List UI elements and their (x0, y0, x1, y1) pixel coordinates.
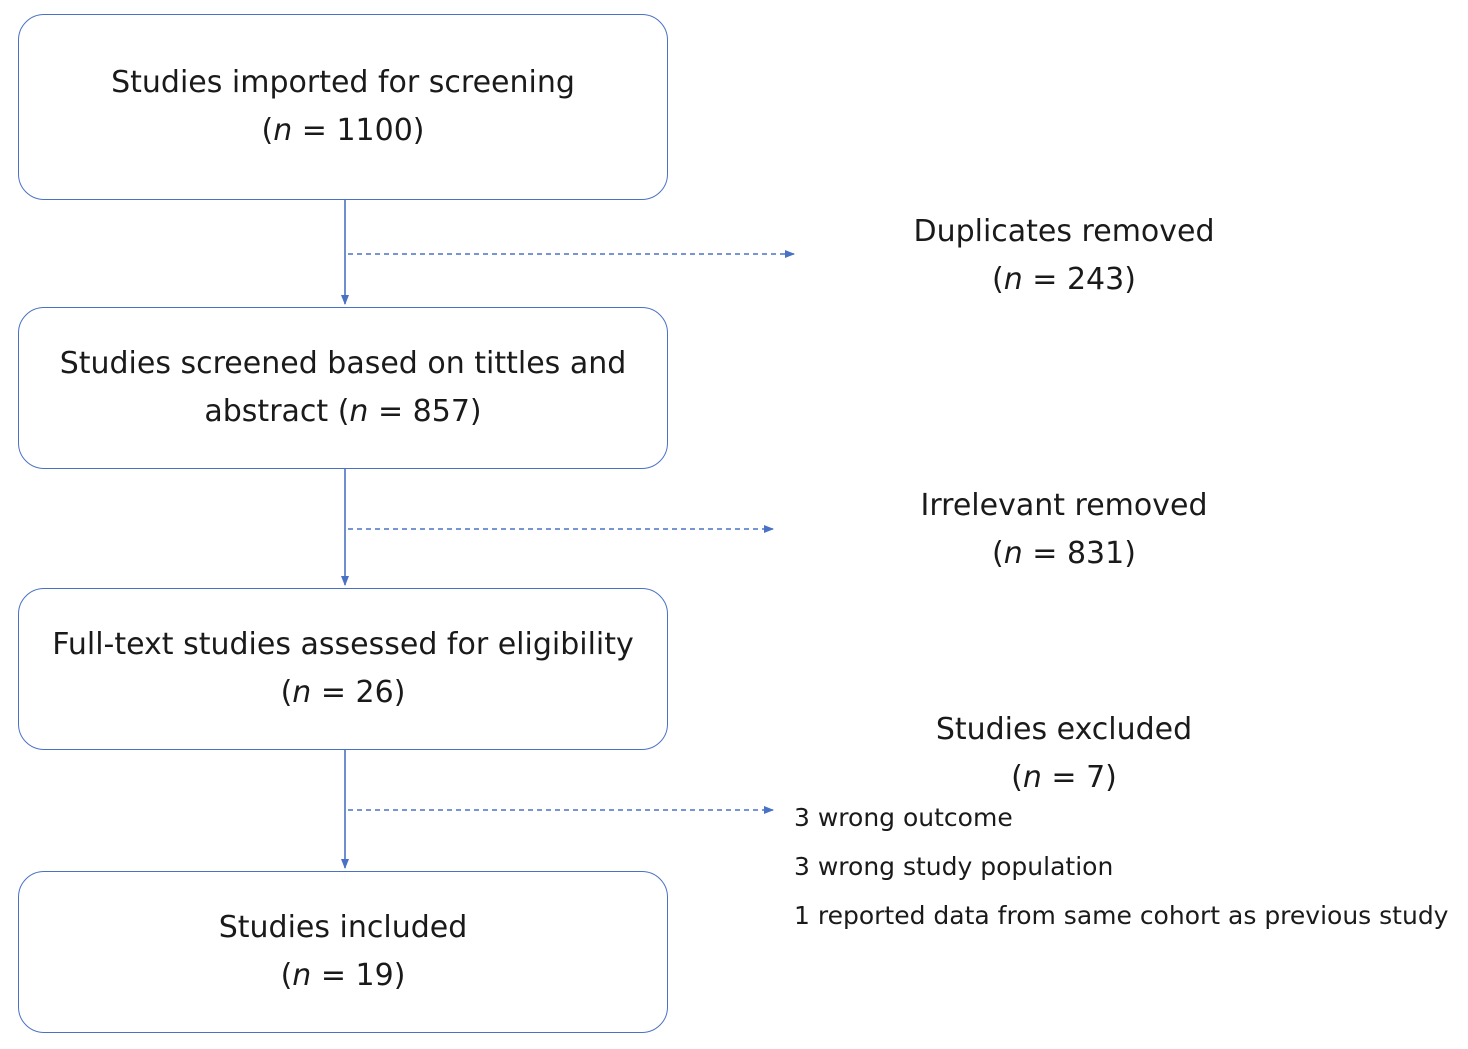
box-title: Studies imported for screening (111, 65, 575, 100)
imported-studies-box: Studies imported for screening (n = 1100… (18, 14, 668, 200)
irrelevant-removed-label: Irrelevant removed (n = 831) (854, 482, 1274, 578)
duplicates-removed-label: Duplicates removed (n = 243) (854, 208, 1274, 304)
box-count: (n = 26) (280, 675, 406, 710)
box-count: (n = 1100) (261, 113, 425, 148)
exclusion-reason-wrong-outcome: 3 wrong outcome (794, 803, 1013, 832)
studies-included-box: Studies included (n = 19) (18, 871, 668, 1033)
removed-count: (n = 243) (992, 262, 1136, 297)
box-title: Studies included (218, 910, 468, 945)
exclusion-reason-wrong-population: 3 wrong study population (794, 852, 1114, 881)
exclusion-reason-same-cohort: 1 reported data from same cohort as prev… (794, 901, 1449, 930)
screened-studies-box: Studies screened based on tittles and ab… (18, 307, 668, 469)
excluded-count: (n = 7) (1011, 760, 1117, 795)
box-title: Full-text studies assessed for eligibili… (52, 627, 634, 662)
removed-count: (n = 831) (992, 536, 1136, 571)
studies-excluded-label: Studies excluded (n = 7) (854, 706, 1274, 802)
box-count: abstract (n = 857) (204, 394, 482, 429)
full-text-assessed-box: Full-text studies assessed for eligibili… (18, 588, 668, 750)
box-count: (n = 19) (280, 958, 406, 993)
box-title: Studies screened based on tittles and (59, 346, 627, 381)
